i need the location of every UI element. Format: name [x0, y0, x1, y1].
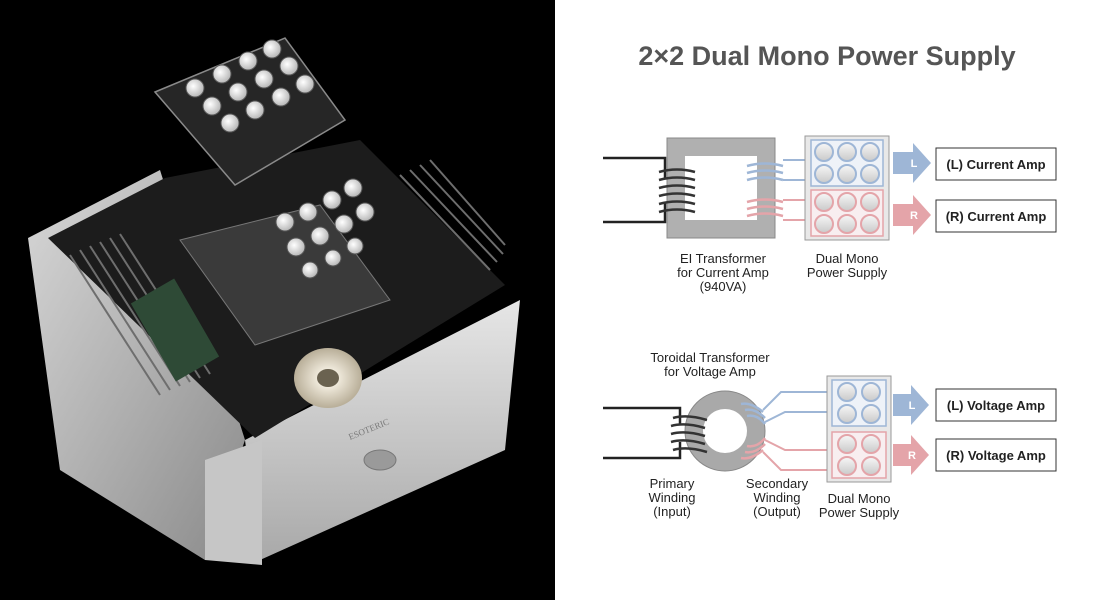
arrow-top-right: R — [893, 195, 931, 235]
arrow-bottom-left: L — [893, 385, 929, 425]
arrow-bottom-left-letter: L — [909, 400, 916, 412]
primary-winding-label-1: Primary — [650, 476, 695, 491]
circuit-board-main — [179, 204, 391, 346]
primary-winding-label-2: Winding — [649, 490, 696, 505]
ei-primary-coil — [658, 168, 696, 214]
input-wire-bottom-1 — [603, 406, 682, 425]
psu-bottom-left-caps — [837, 382, 881, 424]
psu-bottom-label-2: Power Supply — [819, 505, 900, 520]
diagram-canvas: 2×2 Dual Mono Power Supply — [603, 41, 1057, 520]
voltage-amp-left-label: (L) Voltage Amp — [947, 398, 1045, 413]
ei-right-leads — [783, 199, 805, 221]
psu-bottom-label-1: Dual Mono — [828, 491, 891, 506]
psu-bottom-right-caps — [837, 434, 881, 476]
current-amp-left-box — [935, 147, 1057, 181]
current-amp-right-label: (R) Current Amp — [946, 209, 1047, 224]
secondary-winding-label-1: Secondary — [746, 476, 809, 491]
diagram-title: 2×2 Dual Mono Power Supply — [638, 41, 1015, 71]
arrow-bottom-right: R — [893, 435, 929, 475]
input-wire-top-1 — [603, 156, 667, 178]
circuit-board-green — [130, 278, 220, 382]
front-knob — [363, 449, 397, 471]
ei-core-window — [685, 156, 757, 220]
toroidal-primary-coil — [670, 415, 708, 454]
arrow-top-left: L — [893, 143, 931, 183]
voltage-amp-right-label: (R) Voltage Amp — [946, 448, 1046, 463]
amplifier-photo: ESOTERIC — [0, 0, 555, 600]
psu-top-left-caps — [814, 142, 880, 184]
ei-secondary-coil-left — [746, 162, 784, 182]
arrow-top-left-letter: L — [911, 158, 918, 170]
toroidal-label-1: Toroidal Transformer — [650, 350, 770, 365]
ei-transformer-section: EI Transformer for Current Amp (940VA) — [603, 137, 805, 294]
psu-top-label-1: Dual Mono — [816, 251, 879, 266]
current-amp-left-label: (L) Current Amp — [946, 157, 1045, 172]
voltage-amp-left-box — [935, 388, 1057, 422]
toroidal-core-hole — [703, 409, 747, 453]
psu-top-right-caps — [814, 192, 880, 234]
psu-top-label-2: Power Supply — [807, 265, 888, 280]
ei-secondary-coil-right — [746, 198, 784, 218]
ei-transformer-label-3: (940VA) — [700, 279, 747, 294]
voltage-amp-right-box — [935, 438, 1057, 472]
current-amp-right-box — [935, 199, 1057, 233]
chassis-right-side — [245, 300, 520, 560]
chassis-front-panel — [205, 440, 262, 565]
input-wire-bottom-2 — [603, 442, 682, 460]
secondary-winding-label-2: Winding — [754, 490, 801, 505]
ei-transformer-label-1: EI Transformer — [680, 251, 767, 266]
heatsink-right — [399, 159, 506, 271]
toroidal-transformer-section: Primary Winding (Input) Secondary Windin… — [603, 390, 827, 519]
ei-transformer-label-2: for Current Amp — [677, 265, 769, 280]
arrow-bottom-right-letter: R — [908, 450, 916, 462]
toroidal-right-leads — [762, 439, 827, 471]
toroidal-left-leads — [762, 391, 827, 423]
arrow-top-right-letter: R — [910, 210, 918, 222]
psu-bottom: Dual Mono Power Supply — [819, 375, 900, 520]
psu-top: Dual Mono Power Supply — [804, 135, 890, 280]
primary-winding-label-3: (Input) — [653, 504, 691, 519]
input-wire-top-2 — [603, 202, 667, 224]
toroidal-secondary-coil-right — [740, 437, 766, 460]
ei-left-leads — [783, 159, 805, 181]
toroidal-label-2: for Voltage Amp — [664, 364, 756, 379]
power-supply-diagram: 2×2 Dual Mono Power Supply — [555, 0, 1100, 600]
toroid-center — [317, 369, 339, 387]
amplifier-illustration: ESOTERIC — [28, 37, 520, 565]
toroidal-secondary-coil-left — [740, 402, 766, 425]
secondary-winding-label-3: (Output) — [753, 504, 801, 519]
capacitor-bank-bottom — [275, 178, 375, 279]
capacitor-bank-top — [185, 39, 315, 133]
